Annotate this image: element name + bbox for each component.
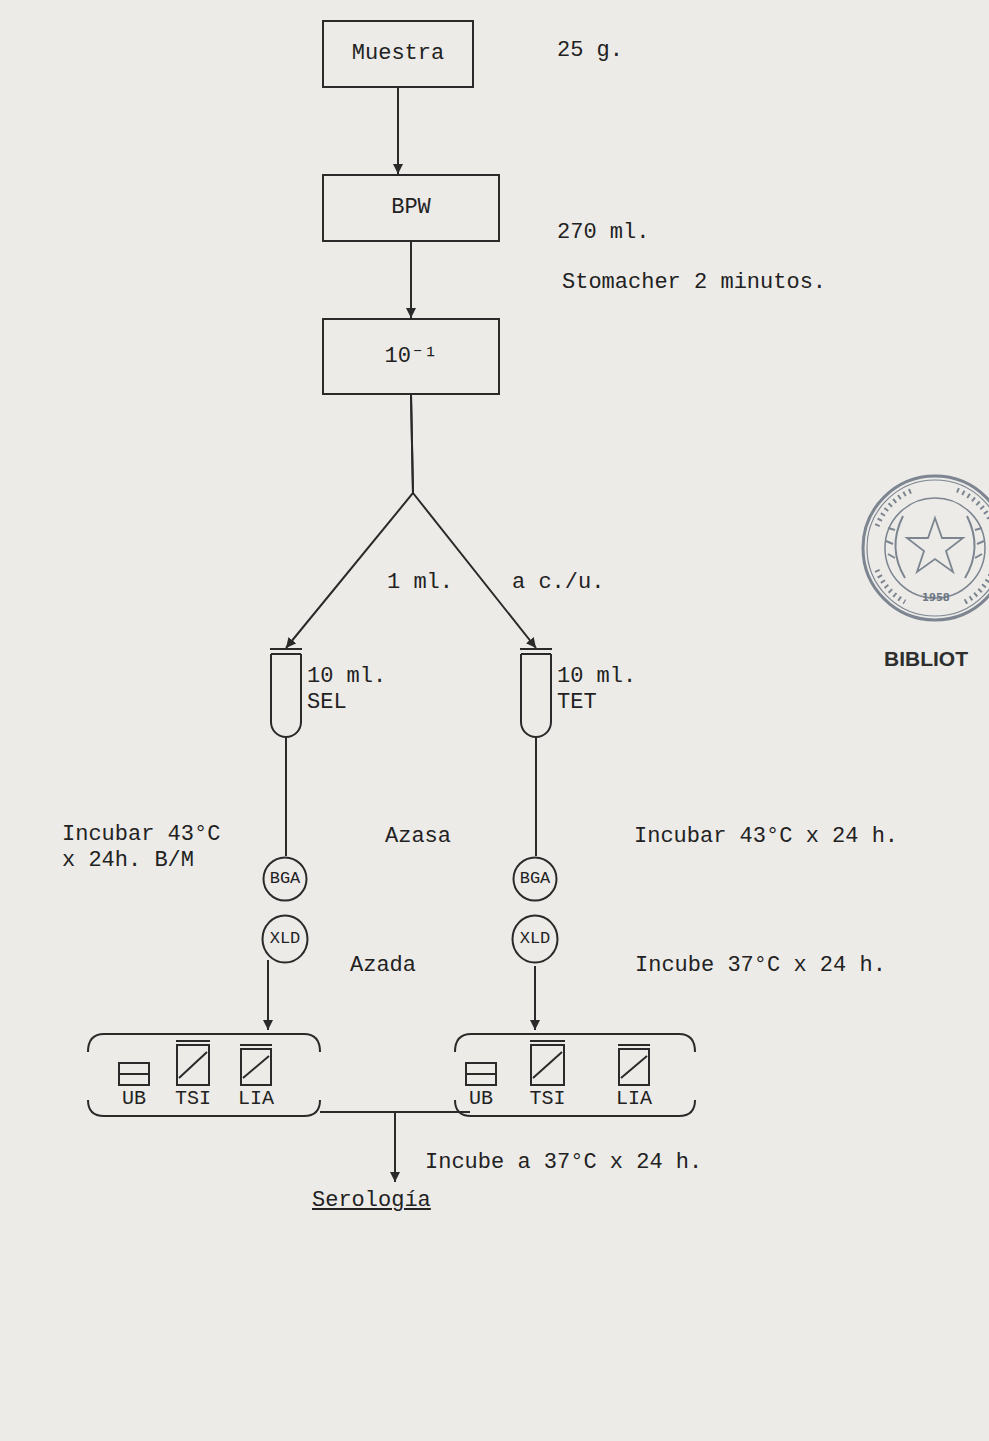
flow-connector: [535, 738, 537, 856]
library-seal: [863, 476, 989, 620]
seal-lettering: [877, 490, 989, 602]
note-label: 25 g.: [557, 38, 623, 64]
edge-label: a c./u.: [510, 570, 606, 596]
node-text: Muestra: [352, 41, 444, 67]
slant-tube: LIA: [618, 1044, 650, 1086]
note-label: Stomacher 2 minutos.: [562, 270, 826, 296]
seal-ring: [867, 480, 989, 616]
note-label: Azada: [350, 953, 416, 979]
note-label: Incube a 37°C x 24 h.: [425, 1150, 702, 1176]
seal-ring: [863, 476, 989, 620]
seal-leaves: [886, 528, 984, 558]
flow-connector: [285, 738, 287, 856]
loop-arrow: [267, 960, 269, 1030]
edge-label: 1 ml.: [385, 570, 455, 596]
node-text: 10 ml. TET: [557, 664, 644, 716]
node-text: BGA: [270, 869, 301, 889]
culture-plate: XLD: [261, 914, 309, 964]
node-text: XLD: [520, 929, 551, 949]
slant-tube: LIA: [240, 1044, 272, 1086]
loop-arrow: [534, 966, 536, 1030]
flow-connector: [410, 242, 412, 318]
seal-ring: [885, 498, 985, 598]
note-label: Azasa: [385, 824, 451, 850]
slant-tube-outline: [530, 1040, 565, 1086]
note-label: BIBLIOT: [884, 646, 968, 672]
flow-connector: [286, 395, 413, 648]
test-tube: UB: [465, 1062, 497, 1086]
note-label: Incube 37°C x 24 h.: [635, 953, 886, 979]
node-text: LIA: [238, 1088, 274, 1110]
node-text: LIA: [616, 1088, 652, 1110]
note-label: 1958: [922, 592, 950, 604]
culture-plate: XLD: [511, 914, 559, 964]
slant-tube-outline: [240, 1044, 272, 1086]
flow-connector: [397, 88, 399, 174]
culture-plate: BGA: [512, 856, 558, 902]
slant-tube: TSI: [530, 1040, 565, 1086]
process-box: BPW: [322, 174, 500, 242]
seal-star: [907, 518, 963, 572]
enrichment-tube-outline: [270, 648, 302, 738]
arrows: [268, 960, 535, 1182]
node-text: BPW: [391, 195, 431, 221]
flow-connector: [411, 395, 536, 648]
process-box: Muestra: [322, 20, 474, 88]
slant-tube-outline: [618, 1044, 650, 1086]
bracket: [455, 1034, 695, 1052]
note-label: Incubar 43°C x 24h. B/M: [62, 822, 237, 874]
culture-plate: BGA: [262, 856, 308, 902]
test-tube-outline: [465, 1062, 497, 1086]
note-label: 270 ml.: [557, 220, 649, 246]
test-tube: UB: [118, 1062, 150, 1086]
enrichment-tube: 10 ml. SEL: [270, 648, 302, 738]
bracket-join: [320, 1111, 470, 1113]
node-text: BGA: [520, 869, 551, 889]
node-text: 10⁻¹: [385, 344, 438, 370]
result-arrow: [394, 1112, 396, 1182]
node-text: XLD: [270, 929, 301, 949]
seal-laurel: [965, 516, 975, 578]
brackets: [88, 1034, 695, 1116]
note-label: Incubar 43°C x 24 h.: [634, 824, 898, 850]
process-box: 10⁻¹: [322, 318, 500, 395]
bracket: [88, 1034, 320, 1052]
note-label: Serología: [312, 1188, 431, 1214]
node-text: 10 ml. SEL: [307, 664, 394, 716]
slant-tube: TSI: [176, 1040, 210, 1086]
node-text: TSI: [175, 1088, 211, 1110]
node-text: UB: [469, 1088, 493, 1110]
enrichment-tube: 10 ml. TET: [520, 648, 552, 738]
seal-laurel: [895, 516, 905, 578]
slant-tube-outline: [176, 1040, 210, 1086]
node-text: UB: [122, 1088, 146, 1110]
test-tube-outline: [118, 1062, 150, 1086]
enrichment-tube-outline: [520, 648, 552, 738]
node-text: TSI: [529, 1088, 565, 1110]
